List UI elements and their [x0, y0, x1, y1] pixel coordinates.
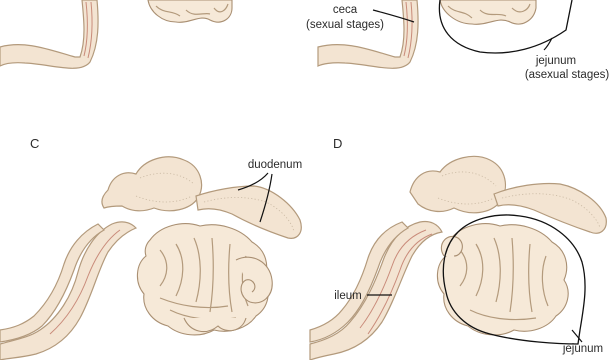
jejunum-asexual-stages-label: (asexual stages) — [525, 69, 610, 81]
top-left-coils — [148, 0, 232, 22]
ceca-label: ceca — [333, 4, 358, 16]
ileum-label: ileum — [334, 290, 361, 302]
jejunum-top-label: jejunum — [535, 55, 576, 67]
jejunum-bottom-label: jejunum — [562, 343, 603, 355]
jejunum-top-leader — [544, 38, 552, 50]
jejunum-bottom-leader — [572, 330, 582, 342]
duodenum-label: duodenum — [248, 159, 302, 171]
panel-d-letter: D — [333, 136, 342, 151]
top-left-partial-panel — [0, 0, 232, 68]
top-left-intestine-tube — [0, 0, 98, 68]
ceca-sexual-stages-label: (sexual stages) — [306, 19, 384, 31]
panel-c-letter: C — [30, 136, 39, 151]
panel-c-ileum-tube — [0, 222, 136, 360]
panel-d: D — [310, 136, 606, 360]
panel-c-stomach — [102, 157, 202, 211]
panel-d-stomach — [410, 156, 505, 212]
